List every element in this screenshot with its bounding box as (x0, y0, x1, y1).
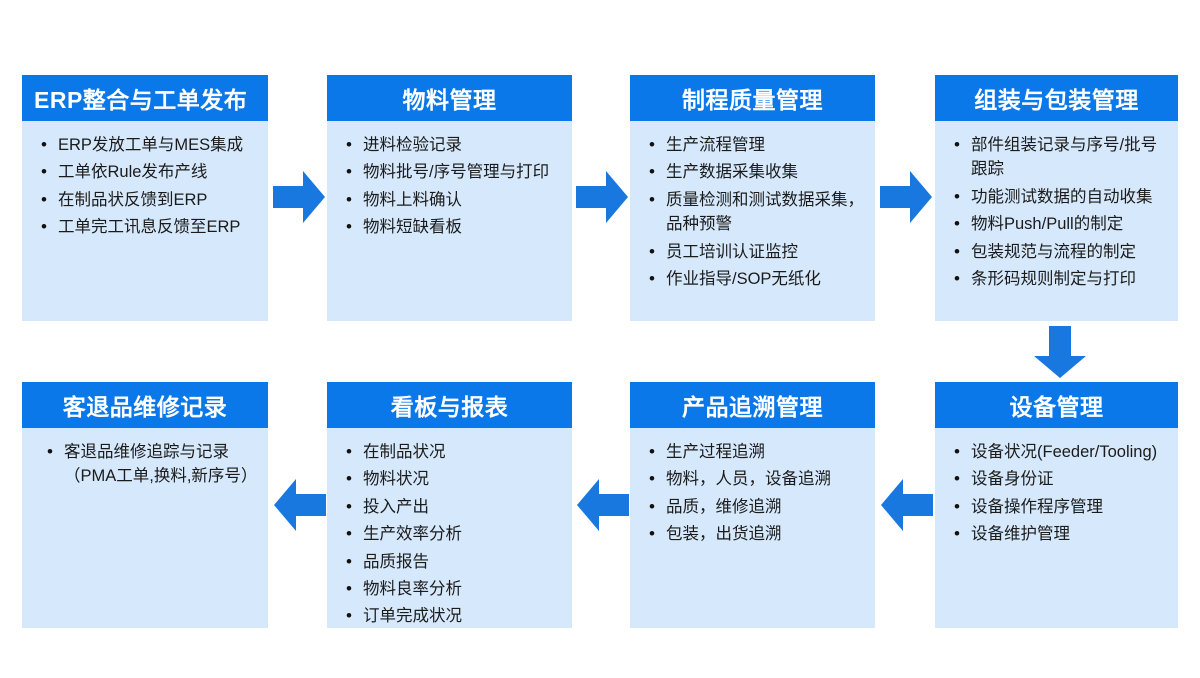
arrow-right-icon-quality-to-assembly (880, 168, 932, 226)
bullet-list-material-management: 进料检验记录 物料批号/序号管理与打印 物料上料确认 物料短缺看板 (335, 132, 562, 240)
card-title-product-traceability-management: 产品追溯管理 (630, 382, 875, 428)
card-body-product-traceability-management: 生产过程追溯 物料，人员，设备追溯 品质，维修追溯 包装，出货追溯 (630, 428, 875, 628)
list-item: 设备身份证 (954, 466, 1168, 492)
card-body-rma-repair-records: 客退品维修追踪与记录（PMA工单,换料,新序号） (22, 428, 268, 628)
card-dashboard-reports[interactable]: 看板与报表 在制品状况 物料状况 投入产出 生产效率分析 品质报告 物料良率分析… (327, 382, 572, 629)
card-title-dashboard-reports: 看板与报表 (327, 382, 572, 428)
arrow-right-icon-erp-to-material (273, 168, 325, 226)
list-item: 在制品状反馈到ERP (41, 187, 258, 213)
arrow-left-icon-dashboard-to-rma (274, 476, 326, 534)
arrow-right-icon-material-to-quality (576, 168, 628, 226)
arrow-left-icon-equipment-to-traceability (881, 476, 933, 534)
card-title-material-management: 物料管理 (327, 75, 572, 121)
list-item: 进料检验记录 (346, 132, 562, 158)
card-title-erp-integration: ERP整合与工单发布 (22, 75, 268, 121)
list-item: 员工培训认证监控 (649, 239, 865, 265)
list-item: 物料良率分析 (346, 576, 562, 602)
card-product-traceability-management[interactable]: 产品追溯管理 生产过程追溯 物料，人员，设备追溯 品质，维修追溯 包装，出货追溯 (630, 382, 875, 628)
card-equipment-management[interactable]: 设备管理 设备状况(Feeder/Tooling) 设备身份证 设备操作程序管理… (935, 382, 1178, 628)
list-item: 设备维护管理 (954, 521, 1168, 547)
list-item: 设备操作程序管理 (954, 494, 1168, 520)
arrow-left-icon-traceability-to-dashboard (577, 476, 629, 534)
list-item: 工单完工讯息反馈至ERP (41, 214, 258, 240)
card-title-equipment-management: 设备管理 (935, 382, 1178, 428)
card-body-equipment-management: 设备状况(Feeder/Tooling) 设备身份证 设备操作程序管理 设备维护… (935, 428, 1178, 628)
list-item: 物料Push/Pull的制定 (954, 211, 1168, 237)
card-assembly-packaging-management[interactable]: 组装与包装管理 部件组装记录与序号/批号跟踪 功能测试数据的自动收集 物料Pus… (935, 75, 1178, 321)
list-item: 生产过程追溯 (649, 439, 865, 465)
card-title-process-quality-management: 制程质量管理 (630, 75, 875, 121)
list-item: 生产效率分析 (346, 521, 562, 547)
list-item: 物料状况 (346, 466, 562, 492)
list-item: 物料批号/序号管理与打印 (346, 159, 562, 185)
card-body-assembly-packaging-management: 部件组装记录与序号/批号跟踪 功能测试数据的自动收集 物料Push/Pull的制… (935, 121, 1178, 321)
list-item: 包装规范与流程的制定 (954, 239, 1168, 265)
bullet-list-erp-integration: ERP发放工单与MES集成 工单依Rule发布产线 在制品状反馈到ERP 工单完… (30, 132, 258, 240)
list-item: 质量检测和测试数据采集，品种预警 (649, 187, 865, 237)
list-item: 生产流程管理 (649, 132, 865, 158)
bullet-list-assembly-packaging-management: 部件组装记录与序号/批号跟踪 功能测试数据的自动收集 物料Push/Pull的制… (943, 132, 1168, 292)
list-item: 物料短缺看板 (346, 214, 562, 240)
card-title-assembly-packaging-management: 组装与包装管理 (935, 75, 1178, 121)
list-item: 客退品维修追踪与记录（PMA工单,换料,新序号） (47, 439, 258, 489)
list-item: 设备状况(Feeder/Tooling) (954, 439, 1168, 465)
list-item: 功能测试数据的自动收集 (954, 184, 1168, 210)
list-item: 订单完成状况 (346, 603, 562, 629)
list-item: 物料上料确认 (346, 187, 562, 213)
bullet-list-equipment-management: 设备状况(Feeder/Tooling) 设备身份证 设备操作程序管理 设备维护… (943, 439, 1168, 547)
card-process-quality-management[interactable]: 制程质量管理 生产流程管理 生产数据采集收集 质量检测和测试数据采集，品种预警 … (630, 75, 875, 321)
card-erp-integration[interactable]: ERP整合与工单发布 ERP发放工单与MES集成 工单依Rule发布产线 在制品… (22, 75, 268, 321)
list-item: 条形码规则制定与打印 (954, 266, 1168, 292)
card-body-erp-integration: ERP发放工单与MES集成 工单依Rule发布产线 在制品状反馈到ERP 工单完… (22, 121, 268, 321)
list-item: 包装，出货追溯 (649, 521, 865, 547)
bullet-list-process-quality-management: 生产流程管理 生产数据采集收集 质量检测和测试数据采集，品种预警 员工培训认证监… (638, 132, 865, 292)
card-body-dashboard-reports: 在制品状况 物料状况 投入产出 生产效率分析 品质报告 物料良率分析 订单完成状… (327, 428, 572, 640)
list-item: 部件组装记录与序号/批号跟踪 (954, 132, 1168, 182)
list-item: ERP发放工单与MES集成 (41, 132, 258, 158)
card-body-material-management: 进料检验记录 物料批号/序号管理与打印 物料上料确认 物料短缺看板 (327, 121, 572, 321)
list-item: 品质报告 (346, 549, 562, 575)
list-item: 投入产出 (346, 494, 562, 520)
bullet-list-rma-repair-records: 客退品维修追踪与记录（PMA工单,换料,新序号） (30, 439, 258, 489)
card-body-process-quality-management: 生产流程管理 生产数据采集收集 质量检测和测试数据采集，品种预警 员工培训认证监… (630, 121, 875, 321)
list-item: 品质，维修追溯 (649, 494, 865, 520)
list-item: 作业指导/SOP无纸化 (649, 266, 865, 292)
card-title-rma-repair-records: 客退品维修记录 (22, 382, 268, 428)
card-material-management[interactable]: 物料管理 进料检验记录 物料批号/序号管理与打印 物料上料确认 物料短缺看板 (327, 75, 572, 321)
list-item: 工单依Rule发布产线 (41, 159, 258, 185)
list-item: 物料，人员，设备追溯 (649, 466, 865, 492)
arrow-down-icon-assembly-to-equipment (1031, 326, 1089, 378)
bullet-list-dashboard-reports: 在制品状况 物料状况 投入产出 生产效率分析 品质报告 物料良率分析 订单完成状… (335, 439, 562, 629)
card-rma-repair-records[interactable]: 客退品维修记录 客退品维修追踪与记录（PMA工单,换料,新序号） (22, 382, 268, 628)
list-item: 生产数据采集收集 (649, 159, 865, 185)
bullet-list-product-traceability-management: 生产过程追溯 物料，人员，设备追溯 品质，维修追溯 包装，出货追溯 (638, 439, 865, 547)
list-item: 在制品状况 (346, 439, 562, 465)
